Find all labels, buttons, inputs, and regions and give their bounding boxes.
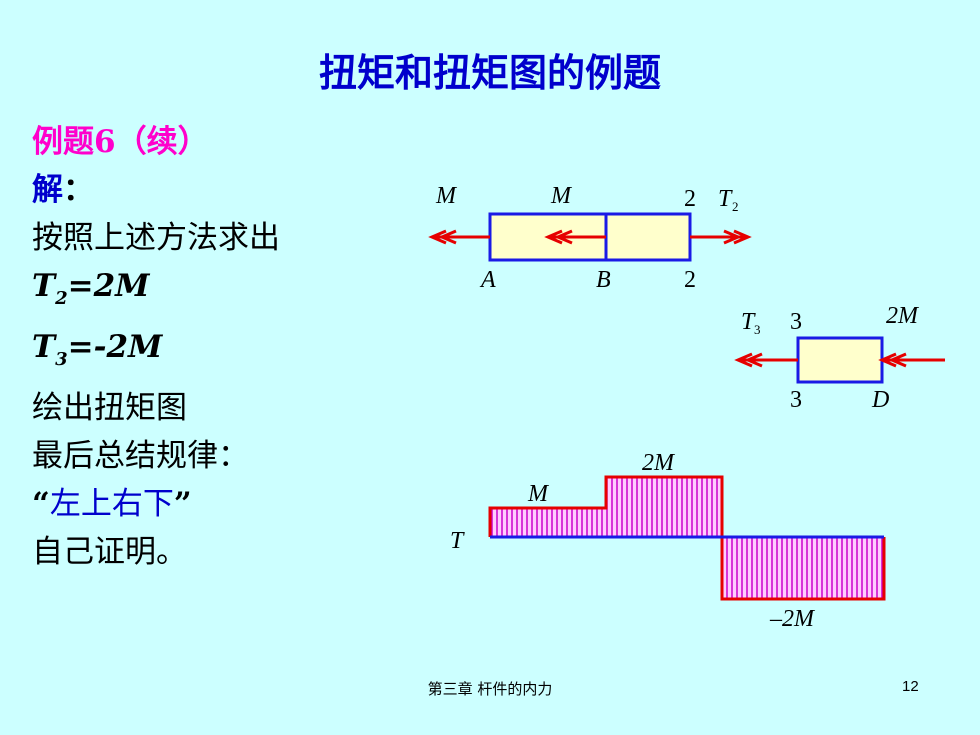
label-t2-sub: 2 [732, 199, 739, 214]
label-torque-axis: T [450, 528, 465, 554]
example-heading: 例题6（续） [32, 124, 209, 160]
arrow-t3 [734, 352, 798, 368]
torque-outline [488, 475, 886, 601]
arrow-mid-torque [544, 229, 606, 245]
label-torque-2m: 2M [642, 450, 676, 476]
rule-line: “左上右下” [32, 486, 192, 522]
shaft-diagram-cd: T 3 3 2M 3 D [734, 303, 945, 413]
shaft-diagram-ab: M M 2 T 2 A B 2 [428, 183, 752, 293]
label-t2: T [718, 186, 733, 212]
footer-chapter: 第三章 杆件的内力 [427, 680, 553, 698]
torque-region-neg-2m [722, 537, 884, 599]
label-torque-neg-2m: –2M [769, 606, 816, 632]
t3-result: T3=-2M [32, 329, 163, 370]
solution-label: 解： [32, 172, 94, 208]
prove-line: 自己证明。 [32, 534, 187, 570]
label-section3-bottom: 3 [790, 387, 802, 413]
label-section2-top: 2 [684, 186, 696, 212]
shaft-segment-3d [796, 336, 884, 384]
torque-region-m [490, 508, 606, 537]
page-number: 12 [902, 678, 919, 695]
arrow-2m [878, 352, 945, 368]
label-t3-sub: 3 [754, 322, 761, 337]
summary-line: 最后总结规律： [32, 438, 249, 474]
label-a: A [479, 267, 496, 293]
torque-diagram: M 2M –2M T [450, 450, 886, 632]
t2-result: T2=2M [32, 268, 150, 309]
label-section2-bottom: 2 [684, 267, 696, 293]
shaft-segment-b2 [604, 212, 692, 262]
label-m-mid: M [550, 183, 573, 209]
torque-region-2m [606, 477, 722, 537]
label-b: B [596, 267, 611, 293]
label-torque-m: M [527, 481, 550, 507]
label-m-left: M [435, 183, 458, 209]
solution-text: 例题6（续） 解： 按照上述方法求出 T2=2M T3=-2M 绘出扭矩图 最后… [32, 118, 280, 576]
draw-line: 绘出扭矩图 [32, 390, 187, 426]
method-line: 按照上述方法求出 [32, 220, 280, 256]
label-d: D [871, 387, 889, 413]
label-t3: T [741, 309, 756, 335]
page-title: 扭矩和扭矩图的例题 [318, 50, 661, 95]
arrow-t2 [690, 229, 752, 245]
arrow-left-torque [428, 229, 490, 245]
label-section3-top: 3 [790, 309, 802, 335]
label-2m: 2M [886, 303, 920, 329]
